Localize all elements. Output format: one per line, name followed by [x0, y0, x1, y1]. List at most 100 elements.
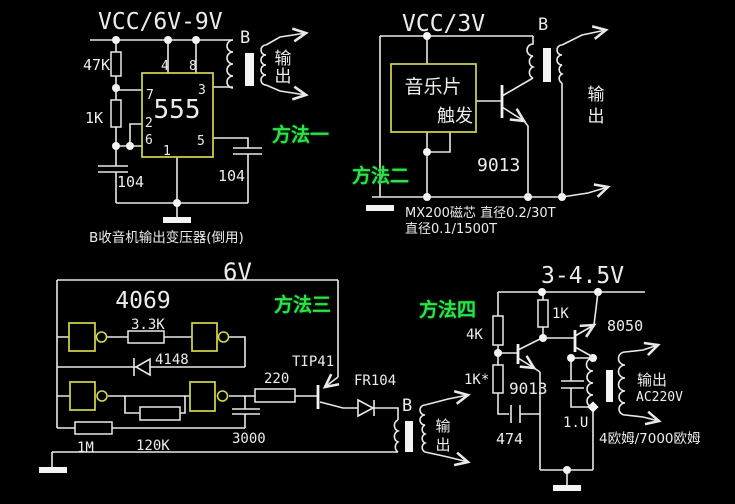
m1-pin8: 8 — [189, 59, 197, 74]
resistor-1k-m4 — [537, 299, 549, 328]
inverter-gate-3 — [69, 381, 108, 411]
resistor-3k3 — [127, 330, 165, 344]
m3-method-tag: 方法三 — [274, 293, 331, 316]
inverter-gate-2 — [191, 322, 230, 352]
transformer-b3 — [393, 404, 427, 453]
m2-output-char2: 出 — [588, 107, 605, 127]
m1-pin3: 3 — [198, 83, 206, 98]
transistor-9013-m4 — [516, 338, 541, 373]
m3-fr104-label: FR104 — [354, 373, 396, 389]
m4-title: 3-4.5V — [541, 263, 624, 289]
m4-1u-label: 1.U — [563, 415, 588, 431]
m1-output-char1: 输 — [275, 49, 292, 69]
resistor-1m — [74, 421, 113, 435]
ground-symbol-4 — [553, 485, 581, 491]
transformer-b1 — [226, 39, 267, 89]
output-arrow-top-4 — [624, 341, 661, 357]
method1-555-circuit: VCC/6V-9V 47K 1K 555 7 2 6 1 3 5 4 8 104… — [83, 9, 329, 246]
m3-transformer-label: B — [402, 396, 412, 416]
m4-method-tag: 方法四 — [419, 298, 476, 321]
m2-note2: 直径0.1/1500T — [405, 222, 497, 237]
m2-transformer-label: B — [538, 15, 548, 35]
m3-title: 6V — [223, 258, 252, 286]
m1-pin6: 6 — [145, 133, 153, 148]
m2-method-tag: 方法二 — [352, 164, 409, 187]
m4-output-label: 输出 — [637, 371, 667, 389]
m2-note1: MX200磁芯 直径0.2/30T — [405, 206, 556, 221]
m1-output-char2: 出 — [275, 67, 292, 87]
diode-fr104 — [357, 398, 399, 420]
m2-transistor-label: 9013 — [477, 155, 520, 176]
m4-474-label: 474 — [496, 430, 523, 448]
m3-3000-label: 3000 — [232, 431, 266, 447]
m4-9013-label: 9013 — [509, 379, 548, 398]
m2-title: VCC/3V — [402, 11, 485, 37]
m1-method-tag: 方法一 — [272, 123, 329, 146]
resistor-47k — [110, 51, 122, 77]
output-arrow-top-1 — [265, 27, 309, 46]
transistor-9013-m2 — [500, 77, 534, 197]
resistor-1k — [110, 99, 122, 128]
method2-music-chip-circuit: VCC/3V 音乐片 触发 9013 B 输 出 方法二 MX200磁芯 直径0… — [352, 11, 611, 237]
ground-symbol-2 — [366, 205, 394, 211]
m2-output-char1: 输 — [588, 85, 605, 105]
m1-1k-label: 1K — [85, 109, 103, 127]
m1-47k-label: 47K — [83, 56, 110, 74]
resistor-220 — [254, 388, 296, 403]
m2-box-line1: 音乐片 — [404, 76, 461, 98]
transistor-tip41 — [316, 280, 358, 409]
inverter-gate-4 — [189, 381, 229, 412]
m4-4k-label: 4K — [466, 327, 483, 343]
m3-tip41-label: TIP41 — [292, 354, 334, 370]
m1-pin2: 2 — [145, 116, 153, 131]
method3-wires — [51, 279, 398, 467]
music-chip-box — [390, 63, 477, 133]
output-arrow-top-2 — [561, 25, 609, 46]
m1-caption: B收音机输出变压器(倒用) — [89, 229, 244, 246]
m1-pin1: 1 — [163, 144, 171, 159]
m1-transformer-label: B — [240, 28, 250, 48]
m1-cap-left-label: 104 — [117, 173, 144, 191]
output-arrow-bottom-1 — [265, 84, 309, 101]
m3-output-char2: 出 — [435, 436, 450, 454]
m4-1k-star-label: 1K* — [464, 372, 489, 388]
m1-cap-right-label: 104 — [218, 167, 245, 185]
m2-box-line2: 触发 — [437, 106, 473, 127]
m3-120k-label: 120K — [136, 438, 170, 454]
m1-pin5: 5 — [197, 134, 205, 149]
method4-two-transistor-circuit: 3-4.5V 方法四 4K 1K 1K* 9013 8050 474 1.U 输… — [419, 263, 701, 491]
ic-555-box — [141, 72, 214, 158]
transformer-core — [405, 421, 413, 452]
transformer-core — [245, 53, 254, 86]
m3-220-label: 220 — [264, 371, 289, 387]
method4-wires — [494, 288, 645, 485]
transformer-core — [606, 370, 613, 402]
m3-1m-label: 1M — [77, 440, 94, 456]
transformer-b4 — [585, 351, 626, 416]
m1-title: VCC/6V-9V — [98, 9, 223, 35]
transformer-core — [543, 48, 551, 82]
transformer-b2 — [526, 36, 564, 197]
output-arrow-bottom-4 — [624, 410, 662, 426]
m3-output-char1: 输 — [435, 417, 450, 435]
output-arrow-bottom-3 — [424, 451, 471, 467]
m3-4148-label: 4148 — [155, 352, 189, 368]
ground-symbol-3 — [39, 467, 67, 473]
m1-pin4: 4 — [161, 59, 169, 74]
m4-8050-label: 8050 — [607, 317, 643, 335]
m1-pin7: 7 — [146, 88, 154, 103]
m3-ic-label: 4069 — [115, 288, 170, 314]
inverter-gate-1 — [68, 322, 108, 352]
transistor-8050 — [573, 291, 599, 358]
m4-1k-label: 1K — [552, 306, 569, 322]
m1-ic-label: 555 — [154, 95, 201, 125]
resistor-120k — [139, 406, 181, 421]
method3-4069-circuit: 6V 4069 3.3K 4148 1M 120K 3000 220 TIP41… — [39, 258, 471, 473]
m3-3k3-label: 3.3K — [131, 317, 165, 333]
ground-symbol-1 — [163, 217, 191, 223]
resistor-1k-star — [492, 364, 504, 394]
diode-4148 — [133, 357, 151, 377]
m4-impedance-note: 4欧姆/7000欧姆 — [599, 431, 701, 447]
m4-output-sub-label: AC220V — [636, 390, 683, 405]
